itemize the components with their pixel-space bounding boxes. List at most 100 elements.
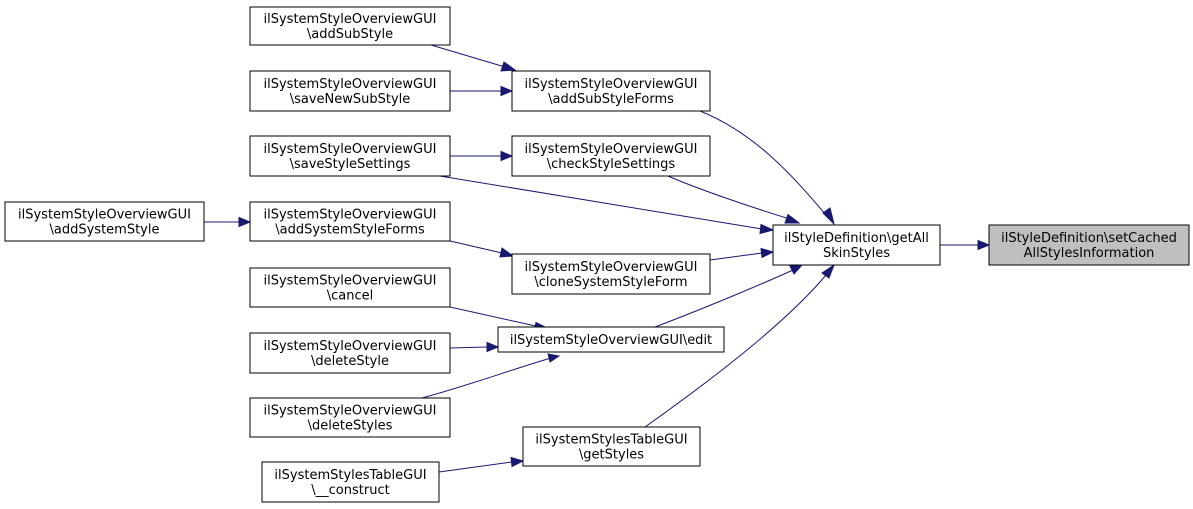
edge-arrowhead xyxy=(789,264,804,275)
edge-line xyxy=(421,357,552,399)
node-box xyxy=(249,6,451,46)
node-label-line: AllStylesInformation xyxy=(1024,246,1155,261)
node-label-line: \deleteStyles xyxy=(308,419,393,434)
edge-addSubStyle-to-addSubStyleForms xyxy=(430,44,517,72)
node-label-line: \addSubStyle xyxy=(307,27,393,42)
node-label-line: ilSystemStyleOverviewGUI xyxy=(264,142,437,157)
node-checkStyleSettings[interactable]: ilSystemStyleOverviewGUI\checkStyleSetti… xyxy=(511,135,711,177)
node-label-line: ilSystemStyleOverviewGUI xyxy=(264,208,437,223)
edge-arrowhead xyxy=(500,85,514,97)
node-label-line: \addSubStyleForms xyxy=(548,92,674,107)
edge-deleteStyles-to-edit xyxy=(421,353,561,399)
node-label-line: ilSystemStyleOverviewGUI xyxy=(264,77,437,92)
edge-arrowhead xyxy=(499,247,515,258)
edge-getAll-to-setCached xyxy=(940,239,991,251)
node-deleteStyle[interactable]: ilSystemStyleOverviewGUI\deleteStyle xyxy=(249,332,451,374)
node-box xyxy=(249,332,451,374)
node-label-line: ilSystemStyleOverviewGUI xyxy=(264,339,437,354)
node-addSubStyleForms[interactable]: ilSystemStyleOverviewGUI\addSubStyleForm… xyxy=(511,70,711,112)
edge-arrowhead xyxy=(821,263,836,279)
node-label-line: \addSystemStyle xyxy=(50,223,160,238)
node-label-line: \addSystemStyleForms xyxy=(275,223,425,238)
node-label-line: ilSystemStyleOverviewGUI\edit xyxy=(510,333,712,348)
edge-addSystemStyle-to-addSystemStyleForms xyxy=(204,216,252,228)
edge-saveNewSubStyle-to-addSubStyleForms xyxy=(450,85,514,97)
node-box xyxy=(511,135,711,177)
edge-line xyxy=(644,274,827,428)
node-label-line: ilSystemStylesTableGUI xyxy=(535,433,687,448)
edge-line xyxy=(439,175,763,230)
edge-addSystemStyleForms-to-cloneSystemStyleForm xyxy=(449,240,515,258)
node-label-line: \saveNewSubStyle xyxy=(290,92,411,107)
node-label-line: ilSystemStyleOverviewGUI xyxy=(264,274,437,289)
edge-arrowhead xyxy=(500,61,517,72)
edge-arrowhead xyxy=(784,213,801,224)
node-box xyxy=(249,70,451,112)
node-label-line: ilSystemStyleOverviewGUI xyxy=(264,404,437,419)
node-label-line: ilSystemStyleOverviewGUI xyxy=(525,142,698,157)
edge-arrowhead xyxy=(486,341,500,353)
edge-line xyxy=(654,269,794,328)
edge-addSubStyleForms-to-getAll xyxy=(699,110,835,226)
edge-arrowhead xyxy=(822,207,835,226)
edge-construct-to-getStyles xyxy=(438,456,525,473)
edge-line xyxy=(438,461,513,473)
edge-arrowhead xyxy=(238,216,252,228)
node-box xyxy=(249,135,451,177)
node-saveStyleSettings[interactable]: ilSystemStyleOverviewGUI\saveStyleSettin… xyxy=(249,135,451,177)
edge-arrowhead xyxy=(760,247,775,259)
node-box xyxy=(4,201,205,242)
node-saveNewSubStyle[interactable]: ilSystemStyleOverviewGUI\saveNewSubStyle xyxy=(249,70,451,112)
node-addSystemStyle[interactable]: ilSystemStyleOverviewGUI\addSystemStyle xyxy=(4,201,205,242)
node-construct[interactable]: ilSystemStylesTableGUI\__construct xyxy=(261,461,440,503)
node-box xyxy=(511,253,711,295)
node-label-line: \cloneSystemStyleForm xyxy=(534,275,687,290)
edge-line xyxy=(449,306,541,328)
node-box xyxy=(249,201,451,242)
edge-saveStyleSettings-to-getAll xyxy=(439,175,775,235)
edge-deleteStyle-to-edit xyxy=(449,341,500,353)
edge-line xyxy=(699,110,827,216)
node-box xyxy=(249,397,451,438)
node-label-line: ilSystemStyleOverviewGUI xyxy=(18,208,191,223)
node-box xyxy=(988,224,1190,266)
node-getStyles[interactable]: ilSystemStylesTableGUI\getStyles xyxy=(522,426,701,467)
node-label-line: ilSystemStyleOverviewGUI xyxy=(525,260,698,275)
node-cloneSystemStyleForm[interactable]: ilSystemStyleOverviewGUI\cloneSystemStyl… xyxy=(511,253,711,295)
node-addSubStyle[interactable]: ilSystemStyleOverviewGUI\addSubStyle xyxy=(249,6,451,46)
node-label-line: \__construct xyxy=(311,483,389,498)
edge-line xyxy=(449,240,503,254)
edge-arrowhead xyxy=(510,456,525,468)
edge-arrowhead xyxy=(500,150,514,162)
edge-cloneSystemStyleForm-to-getAll xyxy=(709,247,775,261)
node-box xyxy=(772,224,941,266)
node-box xyxy=(511,70,711,112)
edge-arrowhead xyxy=(547,353,561,363)
node-label-line: \checkStyleSettings xyxy=(547,157,676,172)
node-label-line: \saveStyleSettings xyxy=(290,157,411,172)
node-addSystemStyleForms[interactable]: ilSystemStyleOverviewGUI\addSystemStyleF… xyxy=(249,201,451,242)
node-label-line: ilSystemStylesTableGUI xyxy=(274,468,426,483)
node-setCached[interactable]: ilStyleDefinition\setCachedAllStylesInfo… xyxy=(988,224,1190,266)
node-label-line: SkinStyles xyxy=(823,246,890,261)
edge-checkStyleSettings-to-getAll xyxy=(667,175,801,224)
node-cancel[interactable]: ilSystemStyleOverviewGUI\cancel xyxy=(249,267,451,308)
node-label-line: \deleteStyle xyxy=(311,354,389,369)
edge-line xyxy=(430,44,506,68)
node-label-line: ilSystemStyleOverviewGUI xyxy=(264,12,437,27)
edge-getStyles-to-getAll xyxy=(644,263,836,428)
edge-line xyxy=(667,175,791,220)
node-label-line: \cancel xyxy=(327,289,374,304)
edge-arrowhead xyxy=(759,223,775,235)
edge-saveStyleSettings-to-checkStyleSettings xyxy=(450,150,514,162)
node-edit[interactable]: ilSystemStyleOverviewGUI\edit xyxy=(497,326,725,353)
node-deleteStyles[interactable]: ilSystemStyleOverviewGUI\deleteStyles xyxy=(249,397,451,438)
node-label-line: \getStyles xyxy=(579,448,644,463)
edge-line xyxy=(449,346,488,349)
node-label-line: ilStyleDefinition\setCached xyxy=(1001,231,1177,246)
edge-arrowhead xyxy=(977,239,991,251)
node-box xyxy=(497,326,725,353)
edge-line xyxy=(709,252,763,261)
